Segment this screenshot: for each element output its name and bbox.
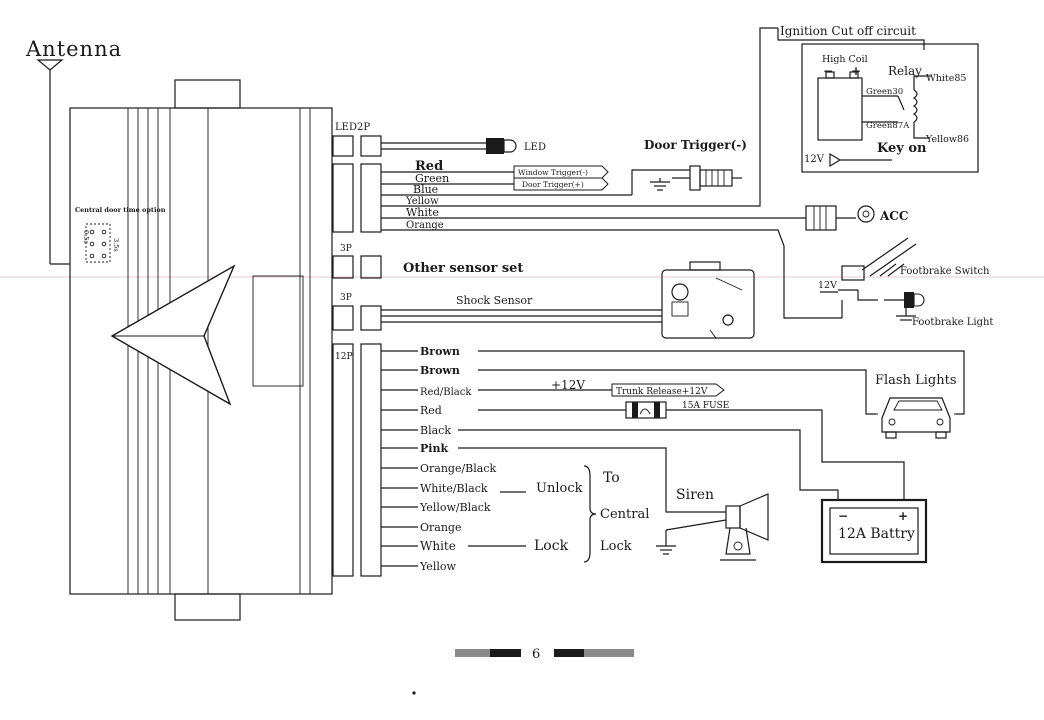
trunk-release-tag bbox=[611, 383, 725, 397]
top-wires bbox=[381, 27, 842, 319]
scan-speck bbox=[412, 691, 416, 695]
wire-red-12p: Red bbox=[420, 404, 442, 417]
wire-blue: Blue bbox=[413, 183, 438, 196]
ignition-title: Ignition Cut off circuit bbox=[780, 24, 916, 38]
fuse-label: 15A FUSE bbox=[682, 401, 729, 411]
time-option-b: 3.5s bbox=[112, 238, 120, 252]
wire-brown-1: Brown bbox=[420, 345, 460, 358]
door-trigger-label: Door Trigger(-) bbox=[644, 138, 747, 152]
wire-yellow-black: Yellow/Black bbox=[419, 501, 491, 514]
yellow86-label: Yellow86 bbox=[925, 134, 969, 145]
bottom-wire-stubs bbox=[381, 350, 418, 567]
plus12v-label: +12V bbox=[551, 378, 585, 392]
wire-black: Black bbox=[420, 424, 451, 437]
siren-icon bbox=[656, 493, 769, 561]
key-on-label: Key on bbox=[877, 141, 927, 156]
green87a-label: Green87A bbox=[866, 121, 910, 131]
door-trigger-tag bbox=[513, 177, 609, 191]
connector-3p-a bbox=[332, 255, 382, 279]
connector-led2p-label: LED2P bbox=[335, 122, 370, 133]
connector-12p bbox=[332, 343, 382, 577]
fuse-icon bbox=[625, 401, 667, 419]
connector-led2p bbox=[332, 135, 382, 157]
footbrake-switch-icon bbox=[820, 237, 917, 318]
wire-pink: Pink bbox=[420, 442, 448, 455]
footbrake-light-label: Footbrake Light bbox=[912, 317, 993, 328]
relay-label: Relay bbox=[888, 64, 922, 78]
footbrake-switch-label: Footbrake Switch bbox=[900, 266, 990, 277]
wire-orange: Orange bbox=[406, 220, 444, 231]
shock-sensor-icon bbox=[661, 261, 755, 339]
connector-top6 bbox=[332, 163, 382, 233]
acc-label: ACC bbox=[879, 209, 908, 223]
window-trigger-label: Window Trigger(-) bbox=[518, 168, 588, 177]
wire-red: Red bbox=[415, 159, 443, 174]
battery-minus: − bbox=[838, 509, 848, 523]
wire-green: Green bbox=[415, 172, 449, 185]
green30-label: Green30 bbox=[866, 87, 903, 97]
to-label: To bbox=[603, 470, 620, 486]
window-trigger-tag bbox=[513, 165, 609, 179]
time-option-a: 0.5s bbox=[82, 230, 90, 244]
coil-minus: − bbox=[823, 64, 833, 78]
central-label: Central bbox=[600, 507, 649, 522]
wire-brown-2: Brown bbox=[420, 364, 460, 377]
page-number: 6 bbox=[532, 647, 540, 662]
trunk-release-label: Trunk Release+12V bbox=[616, 387, 708, 397]
siren-label: Siren bbox=[676, 487, 714, 503]
door-trigger-small-label: Door Trigger(+) bbox=[522, 180, 584, 189]
door-switch-icon bbox=[650, 165, 742, 191]
lock-label: Lock bbox=[534, 538, 569, 554]
ignition-12v-label: 12V bbox=[804, 154, 825, 165]
connector-3p-a-label: 3P bbox=[340, 244, 352, 254]
connector-12p-label: 12P bbox=[335, 352, 353, 362]
led-label: LED bbox=[524, 142, 546, 153]
time-option-jumper[interactable] bbox=[85, 223, 111, 263]
antenna-icon bbox=[36, 59, 70, 265]
battery-plus: + bbox=[898, 509, 908, 523]
wire-white-black: White/Black bbox=[420, 482, 488, 495]
battery-label: 12A Battry bbox=[838, 526, 915, 542]
wire-orange-black: Orange/Black bbox=[420, 462, 496, 475]
footbrake-light-icon bbox=[896, 292, 925, 321]
footer-bars bbox=[455, 649, 634, 657]
high-coil-label: High Coil bbox=[822, 54, 868, 65]
coil-plus: + bbox=[851, 64, 861, 78]
wire-red-black: Red/Black bbox=[420, 387, 472, 398]
white85-label: White85 bbox=[926, 73, 966, 84]
other-sensor-label: Other sensor set bbox=[403, 261, 523, 276]
battery-icon bbox=[820, 498, 928, 564]
wire-white-12p: White bbox=[420, 539, 456, 553]
wire-white: White bbox=[406, 206, 439, 219]
acc-key-icon bbox=[805, 205, 875, 231]
shock-sensor-wires bbox=[381, 309, 662, 323]
antenna-title: Antenna bbox=[25, 37, 122, 61]
footbrake-12v-label: 12V bbox=[818, 280, 837, 291]
central-lock-brace bbox=[583, 465, 597, 563]
wire-yellow: Yellow bbox=[405, 196, 439, 207]
led-icon bbox=[486, 138, 517, 154]
connector-3p-b bbox=[332, 305, 382, 331]
flash-lights-label: Flash Lights bbox=[875, 373, 957, 388]
connector-3p-b-label: 3P bbox=[340, 293, 352, 303]
time-option-heading: Central door time option bbox=[75, 206, 166, 214]
car-icon bbox=[872, 397, 960, 439]
wire-yellow-12p: Yellow bbox=[419, 560, 456, 573]
lock2-label: Lock bbox=[600, 539, 632, 554]
unlock-label: Unlock bbox=[536, 481, 583, 496]
ignition-box bbox=[777, 28, 979, 173]
wire-orange-12p: Orange bbox=[420, 521, 461, 534]
shock-sensor-label: Shock Sensor bbox=[456, 294, 533, 307]
brand-logo-star bbox=[110, 264, 236, 406]
led-wires bbox=[381, 142, 486, 150]
